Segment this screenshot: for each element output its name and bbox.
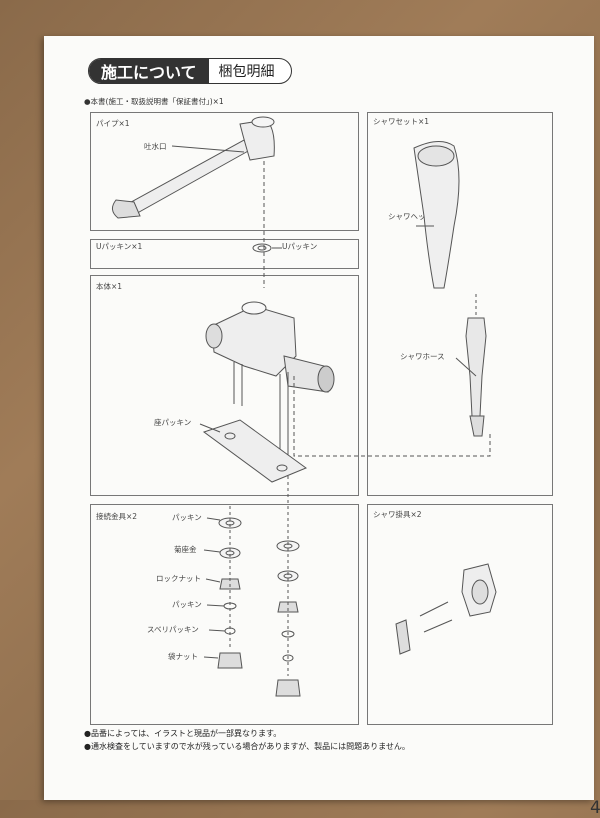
pipe-title: パイプ×1 [96,119,130,128]
label-spout: 吐水口 [144,142,167,151]
faucet-body-shape [211,305,297,377]
label-part-washer: 菊座金 [174,545,197,554]
body-panel [90,275,359,496]
hanger-panel [367,504,553,725]
manual-page: 施工について 梱包明細 ●本書(施工・取扱説明書「保証書付」)×1 パイプ×1 … [44,36,600,818]
header-title-packing-list: 梱包明細 [218,64,275,80]
section-header: 施工について 梱包明細 [88,58,292,84]
pipe-panel [90,112,359,231]
shower-set-panel [367,112,553,496]
note-variation: ●品番によっては、イラストと現品が一部異なります。 [84,729,282,738]
shower-hose-shape [465,317,487,417]
u-packing-shape [252,243,272,253]
label-part-slip-packing: スベリパッキン [147,625,199,634]
label-seat-packing: 座パッキン [154,418,192,427]
seat-packing-shape [202,419,308,483]
label-u-packing: Uパッキン [282,242,318,251]
label-shower-head: シャワヘッド [388,212,433,221]
hanger-title: シャワ掛具×2 [373,510,422,519]
shower-set-title: シャワセット×1 [373,117,430,126]
parts-illustration [112,116,497,697]
page-number: 4 [590,798,600,818]
label-part-packing-2: パッキン [172,600,202,609]
u-packing-title: Uパッキン×1 [96,242,143,251]
label-part-cap-nut: 袋ナット [168,652,198,661]
label-part-packing: パッキン [172,513,202,522]
fittings-title: 接続金具×2 [96,512,138,521]
shower-head-shape [413,141,460,289]
header-title-construction: 施工について [89,59,209,83]
body-title: 本体×1 [96,282,123,291]
label-shower-hose: シャワホース [400,352,445,361]
fittings-panel [90,504,359,725]
u-packing-panel [90,239,359,269]
fittings-left-column [217,506,243,669]
label-part-locknut: ロックナット [156,574,201,583]
intro-line: ●本書(施工・取扱説明書「保証書付」)×1 [84,97,224,106]
note-water-test: ●通水検査をしていますので水が残っている場合がありますが、製品には問題ありません… [84,742,410,751]
fittings-right-column [275,476,301,697]
